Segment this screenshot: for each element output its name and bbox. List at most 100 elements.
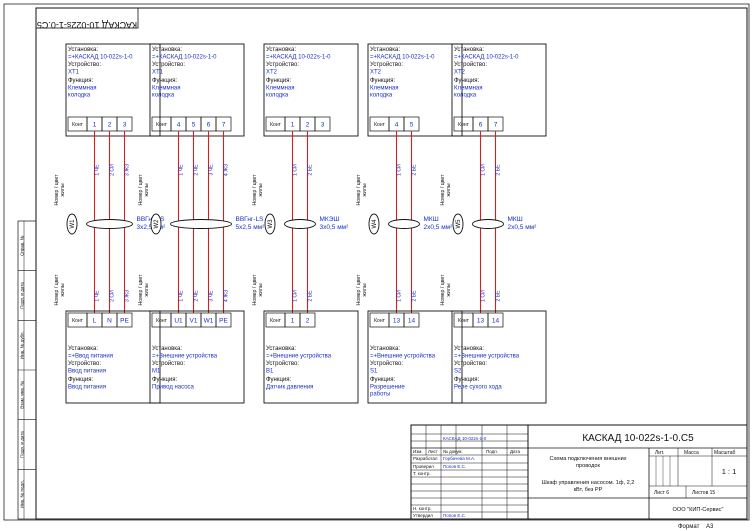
tb-sheets-label: Листов 15 [692,490,715,496]
function-label: Функция: [266,377,292,383]
function-label: Функция: [454,377,480,383]
terminal-number: 2 [306,318,310,325]
bottom-block-1: Установка:=+Ввод питанияУстройство:Ввод … [65,310,161,404]
tb-approved-label: Утвердил [413,513,433,518]
core-label: 4 ЖЗ [224,164,230,176]
binding-strip-label: Подп. и дата [20,431,25,458]
tb-developed-name: Горбачева М.А. [443,456,475,461]
function-label: Функция: [152,78,178,84]
terminal-kont-label: Конт [374,122,385,128]
terminal-number: 6 [207,122,211,129]
tb-approved-name: Попов Е.С. [443,513,466,518]
tb-mini-code: КАСКАД 10-022s-1-0 [443,436,487,441]
install-label: Установка: [370,47,400,53]
function-label: Функция: [370,377,396,383]
function-value: Разрешение [370,385,405,391]
function-value: Клеммная [152,86,180,92]
terminal-number: 3 [123,122,127,129]
core-header-lower: Номер / цвет [252,274,258,306]
cable-bundle-mark [170,219,232,229]
function-value: Реле сухого хода [454,385,502,391]
tb-sheet-short: Лист [428,449,438,454]
tb-scale-label: Масштаб [714,450,736,456]
tb-subtitle-line1: Шкаф управления насосом. 1ф, 2,2 [542,480,635,486]
cable-id: W4 [372,219,378,229]
cable-type: МКШ [508,216,523,223]
terminal-number: W1 [204,318,214,325]
tb-checked-name: Попов Е.С. [443,464,466,469]
function-value: Датчик давления [266,385,313,391]
cable-spec: 3х0,5 мм² [320,224,350,231]
terminal-kont-label: Конт [270,318,281,324]
core-label: 1 СИ [397,164,403,176]
install-value: =+КАСКАД 10-022s-1-0 [152,55,217,61]
terminal-kont-label: Конт [156,318,167,324]
terminal-number: 5 [192,122,196,129]
install-label: Установка: [152,47,182,53]
cable-id-marker [66,213,78,235]
install-label: Установка: [152,346,182,352]
install-value: =+КАСКАД 10-022s-1-0 [454,55,519,61]
bottom-block-2: Установка:=+Внешние устройстваУстройство… [149,310,245,404]
core-label: 2 ЧЕ [194,290,200,302]
core-label: 1 СИ [293,164,299,176]
install-value: =+Внешние устройства [152,353,218,360]
tb-developed-label: Разработал [413,456,438,461]
install-label: Установка: [68,47,98,53]
terminal-kont-label: Конт [458,318,469,324]
core-label: 2 БЕ [308,164,314,176]
cable-id-marker [150,213,162,235]
install-value: =+Внешние устройства [454,353,520,360]
install-label: Установка: [266,346,296,352]
device-value: B1 [266,369,274,375]
core-label: 1 ЧЕ [179,290,185,302]
tb-checked-label: Проверил [413,464,434,469]
tb-ncontrol-label: Н. контр. [413,506,432,511]
device-label: Устройство: [266,360,299,367]
device-label: Устройство: [370,61,403,68]
terminal-number: L [93,318,97,325]
core-label: 3 ЧЕ [209,290,215,302]
core-header-word-lower: жилы [60,283,66,296]
core-header-word-upper: жилы [362,183,368,196]
terminal-number: PE [219,318,228,325]
core-label: 1 ЧЕ [179,164,185,176]
bottom-block-5: Установка:=+Внешние устройстваУстройство… [451,310,547,404]
terminal-number: 13 [477,318,485,325]
binding-strip-label: Подп. и дата [20,282,25,309]
core-label: 4 ЖЗ [224,290,230,302]
cable-type: МКШ [424,216,439,223]
binding-strip-label: Справ. № [20,235,25,256]
device-value: XT1 [68,70,80,76]
device-label: Устройство: [370,360,403,367]
tb-change-label: Изм. [413,449,423,454]
device-value: M1 [152,369,161,375]
cable-id: W5 [456,219,462,229]
function-value: колодка [370,93,393,99]
core-header-word-upper: жилы [60,183,66,196]
core-header-upper: Номер / цвет [440,174,446,206]
cable-id-marker [264,213,276,235]
core-header-lower: Номер / цвет [54,274,60,306]
device-value: XT2 [454,70,466,76]
device-label: Устройство: [152,360,185,367]
top-terminal-blocks: Установка:=+КАСКАД 10-022s-1-0Устройство… [65,43,547,137]
function-value: работы [370,392,390,398]
core-label: 2 СИ [110,164,116,176]
core-label: 1 СИ [293,290,299,302]
device-value: S2 [454,369,462,375]
tb-sheet-label: Лист 6 [654,490,669,496]
terminal-number: N [107,318,112,325]
cable-id-marker [368,213,380,235]
top-block-3: Установка:=+КАСКАД 10-022s-1-0Устройство… [263,43,359,137]
install-value: =+КАСКАД 10-022s-1-0 [370,55,435,61]
format-value: А3 [706,524,714,530]
terminal-number: V1 [190,318,198,325]
tb-scale-value: 1 : 1 [722,467,737,476]
install-label: Установка: [266,47,296,53]
top-block-4: Установка: =+КАСКАД 10-022s-1-0Устройство… [367,43,463,137]
cable-id-marker [452,213,464,235]
terminal-number: 7 [222,122,226,129]
